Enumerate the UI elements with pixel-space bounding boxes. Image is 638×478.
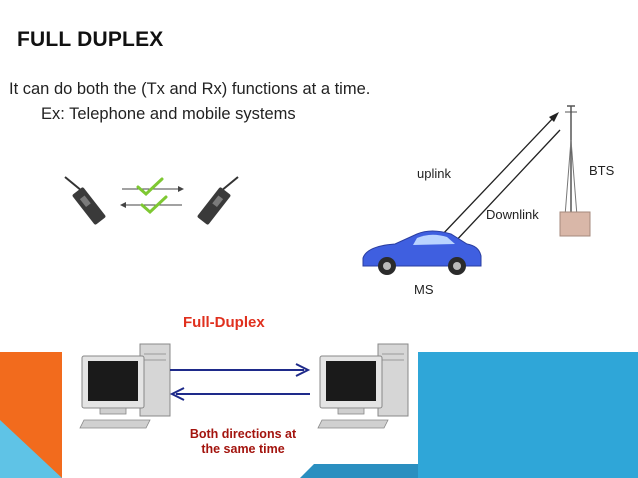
- caption-line-2: the same time: [201, 442, 285, 456]
- full-duplex-figure: [79, 343, 409, 429]
- example-text: Ex: Telephone and mobile systems: [41, 105, 296, 123]
- downlink-label: Downlink: [486, 207, 539, 222]
- right-walkie-talkie-icon: [197, 176, 239, 225]
- uplink-label: uplink: [417, 166, 451, 181]
- ms-label: MS: [414, 282, 434, 297]
- full-duplex-figure-title: Full-Duplex: [183, 314, 265, 331]
- car-icon: [362, 230, 482, 275]
- walkie-talkie-figure: [64, 176, 239, 225]
- cellular-link-figure: [362, 105, 591, 275]
- blue-band-shape: [418, 352, 638, 478]
- left-computer-icon: [79, 343, 171, 429]
- definition-text: It can do both the (Tx and Rx) functions…: [9, 80, 371, 98]
- base-station-hut-icon: [559, 211, 591, 237]
- checkmark-icon: [140, 195, 168, 215]
- light-blue-corner-shape: [0, 420, 62, 478]
- full-duplex-figure-caption: Both directions at the same time: [158, 427, 328, 457]
- bts-label: BTS: [589, 163, 615, 178]
- left-arrow-icon: [120, 202, 182, 208]
- right-direction-arrow-icon: [170, 363, 311, 377]
- right-computer-icon: [317, 343, 409, 429]
- slide-title: FULL DUPLEX: [17, 28, 164, 51]
- caption-line-1: Both directions at: [189, 427, 297, 441]
- checkmark-icon: [136, 177, 164, 197]
- cell-tower-icon: [564, 105, 578, 217]
- left-direction-arrow-icon: [169, 387, 310, 401]
- left-walkie-talkie-icon: [64, 176, 106, 225]
- uplink-arrow-icon: [440, 112, 559, 237]
- downlink-arrow-icon: [449, 129, 561, 248]
